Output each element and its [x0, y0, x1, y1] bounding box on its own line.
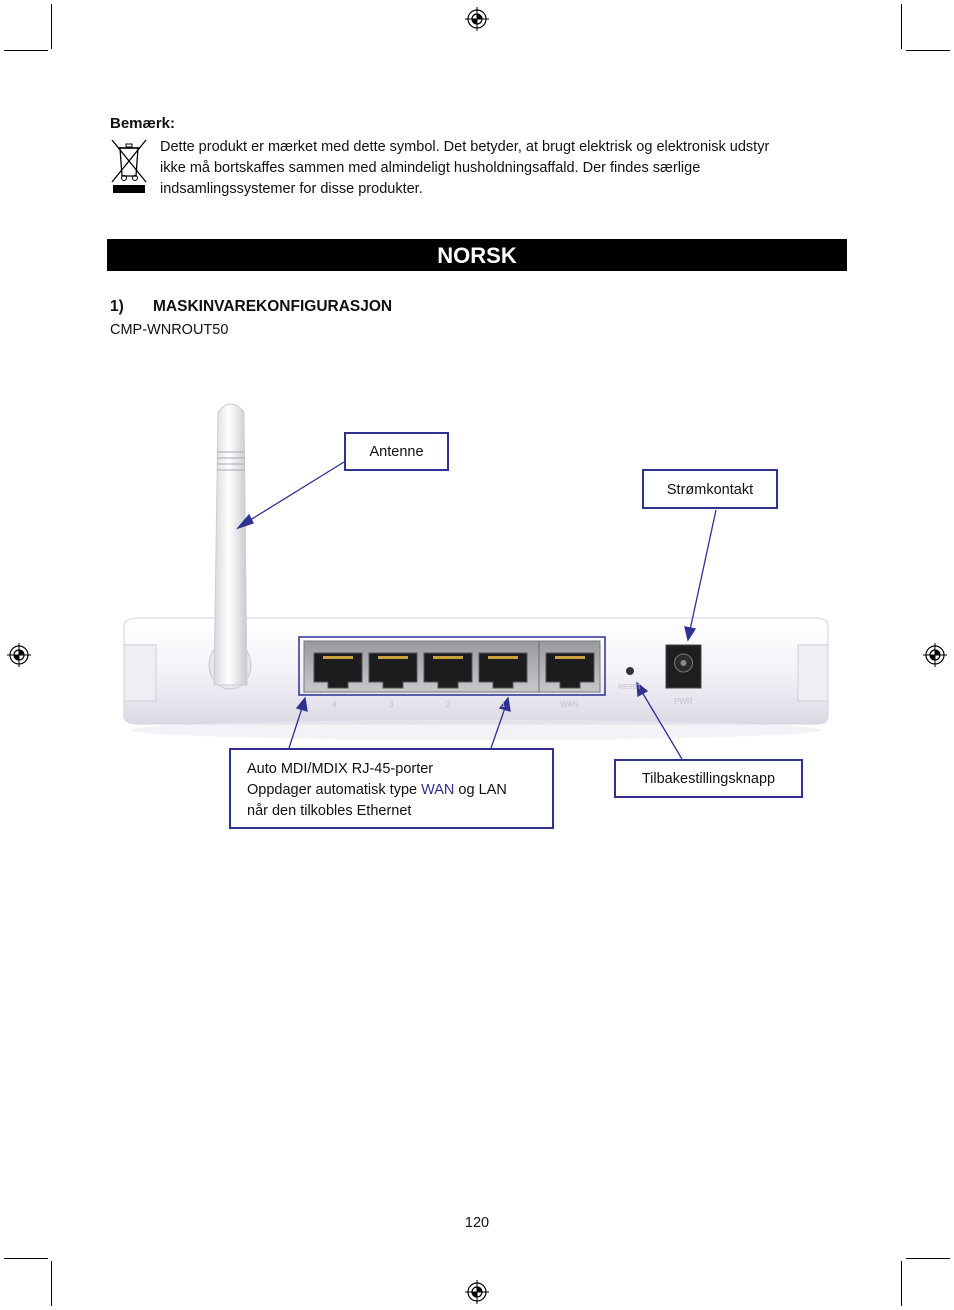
section-title: MASKINVAREKONFIGURASJON: [153, 298, 393, 315]
crop-mark: [901, 1261, 902, 1306]
ports-callout: Auto MDI/MDIX RJ-45-porter Oppdager auto…: [229, 748, 554, 829]
note-line: indsamlingssystemer for disse produkter.: [160, 181, 423, 197]
port-label: 2: [446, 700, 451, 709]
note-title: Bemærk:: [110, 115, 176, 132]
port-label: 1: [501, 700, 506, 709]
registration-mark-icon: [923, 643, 947, 667]
crop-mark: [901, 4, 902, 49]
wan-highlight: WAN: [421, 782, 455, 798]
registration-mark-icon: [7, 643, 31, 667]
reset-button-callout: Tilbakestillingsknapp: [614, 759, 803, 798]
power-connector-callout: Strømkontakt: [642, 469, 778, 509]
crop-mark: [906, 50, 950, 51]
crossed-out-wheelie-bin-icon: [111, 139, 147, 193]
crop-mark: [4, 50, 48, 51]
port-label: WAN: [560, 700, 579, 709]
language-banner: NORSK: [107, 239, 847, 271]
note-line: Dette produkt er mærket med dette symbol…: [160, 139, 770, 155]
crop-mark: [4, 1258, 48, 1259]
ports-callout-text: og LAN: [454, 782, 507, 798]
ports-callout-text: Oppdager automatisk type: [247, 782, 422, 798]
port-label: 3: [389, 700, 394, 709]
antenna-callout: Antenne: [344, 432, 449, 471]
port-label: 4: [332, 700, 337, 709]
crop-mark: [51, 1261, 52, 1306]
page-number: 120: [464, 1215, 490, 1231]
crop-mark: [51, 4, 52, 49]
model-number: CMP-WNROUT50: [110, 322, 229, 338]
note-line: ikke må bortskaffes sammen med almindeli…: [160, 160, 701, 176]
ports-callout-line: Oppdager automatisk type WAN og LAN: [247, 780, 552, 801]
ports-callout-line: Auto MDI/MDIX RJ-45-porter: [247, 761, 434, 777]
crop-mark: [906, 1258, 950, 1259]
ports-callout-line: når den tilkobles Ethernet: [247, 803, 412, 819]
power-label: PWR: [674, 697, 693, 706]
reset-label: RESET: [618, 684, 642, 691]
note-text: Dette produkt er mærket med dette symbol…: [160, 137, 860, 200]
registration-mark-icon: [465, 1280, 489, 1304]
section-number: 1): [110, 298, 124, 315]
registration-mark-icon: [465, 7, 489, 31]
